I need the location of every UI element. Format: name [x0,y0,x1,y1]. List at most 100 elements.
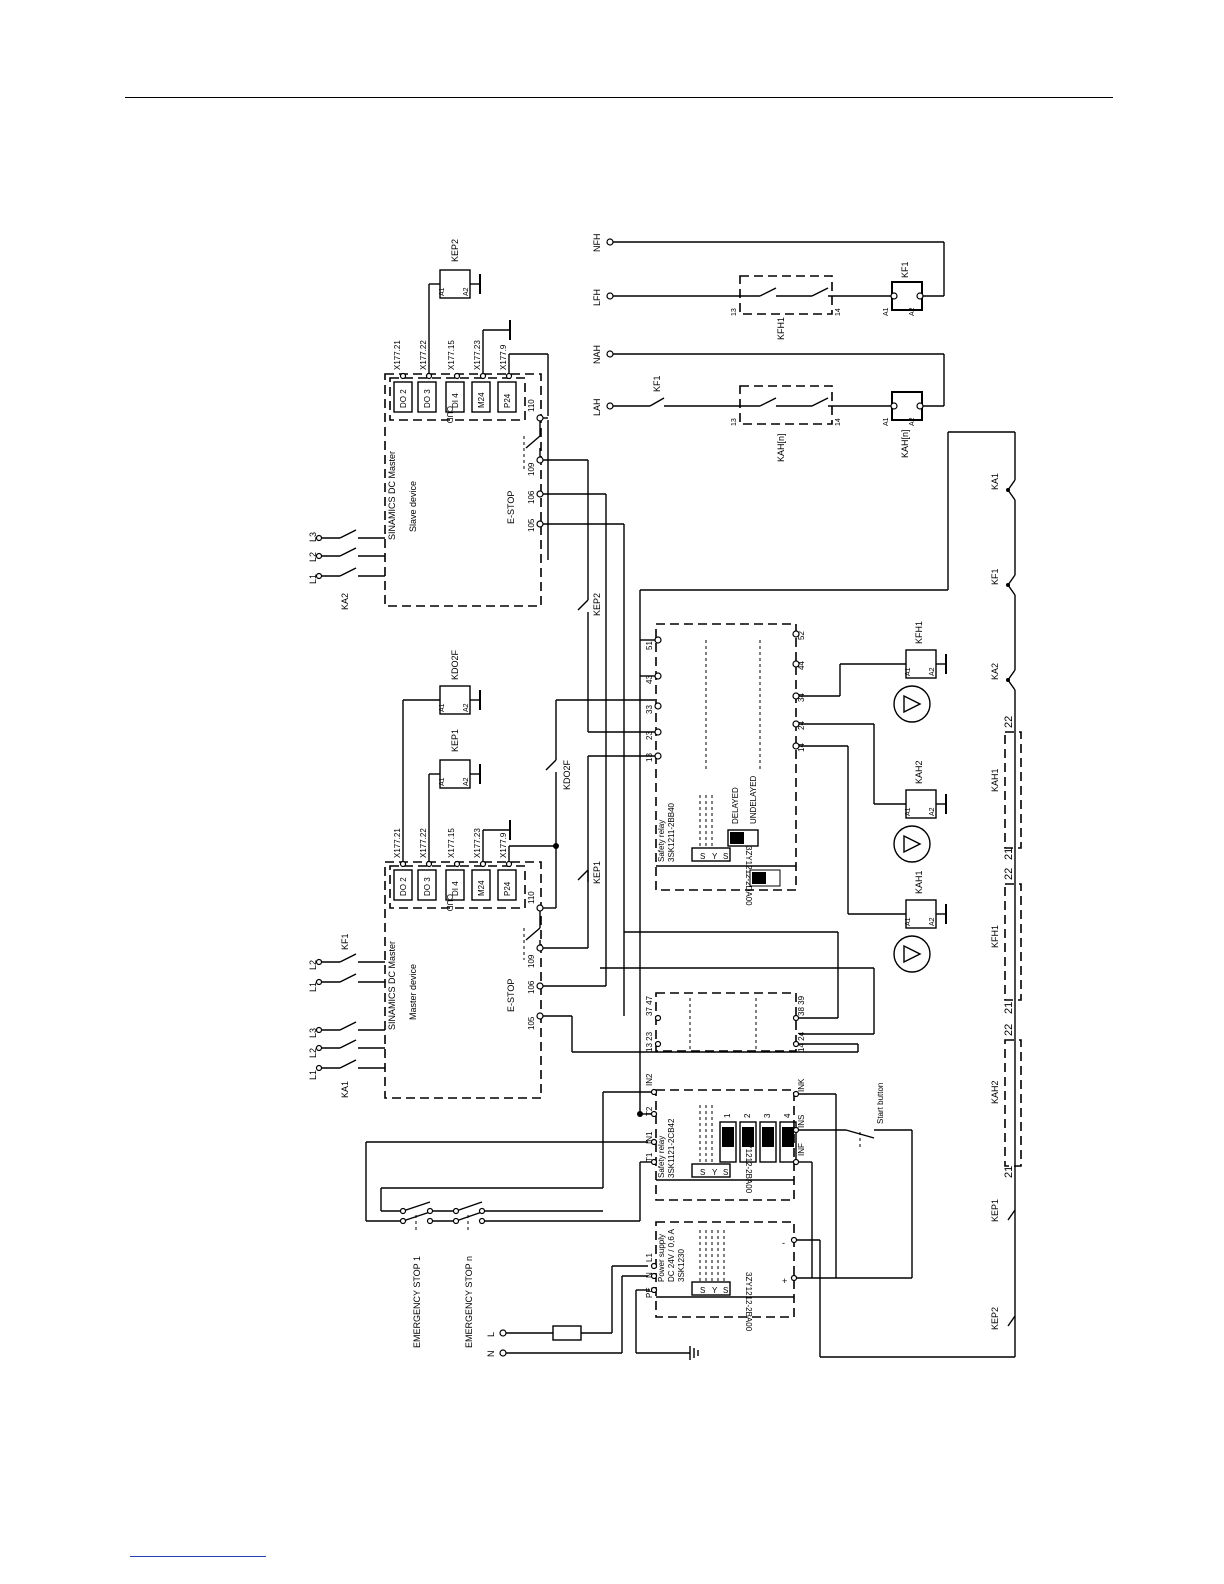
label-l: L [486,1332,496,1337]
svg-text:DI 4: DI 4 [451,881,460,896]
svg-text:T1: T1 [645,1152,654,1162]
svg-text:DO 2: DO 2 [399,877,408,896]
svg-text:52: 52 [797,631,806,640]
svg-text:A2: A2 [463,287,470,296]
svg-text:109: 109 [527,954,536,968]
svg-text:23: 23 [645,731,654,740]
svg-text:3SK1230: 3SK1230 [677,1249,686,1282]
svg-text:S: S [723,1168,728,1177]
svg-text:INF: INF [797,1143,806,1156]
emergency-stop-buttons: EMERGENCY STOP 1 EMERGENCY STOP n [365,1141,648,1348]
svg-text:A1: A1 [883,417,890,426]
svg-text:13 23: 13 23 [645,1031,654,1052]
svg-text:KFH1: KFH1 [776,317,786,340]
auxiliary-circuits: NFH LFH NAH LAH 13 14 KFH1 A1 A2 KF1 KF1… [592,234,945,462]
svg-text:13: 13 [731,308,738,316]
svg-text:DO 3: DO 3 [423,877,432,896]
svg-text:110: 110 [527,399,536,412]
svg-text:14: 14 [797,743,806,752]
svg-text:KAH[n]: KAH[n] [900,429,910,458]
svg-text:14: 14 [835,308,842,316]
svg-text:LAH: LAH [592,398,602,416]
svg-text:KEP2: KEP2 [450,239,460,262]
dip-switches: 1 2 3 4 [719,1113,797,1163]
svg-text:S: S [700,852,705,861]
safety-relay-3sk1121: 3ZY1212-2BA00 Safety relay 3SK1121-2CB42… [602,1073,912,1278]
svg-text:A2: A2 [929,667,936,676]
svg-text:UNDELAYED: UNDELAYED [749,775,758,824]
svg-text:KEP1: KEP1 [990,1199,1000,1222]
relay-coils-top: A1 A2 KEP2 A1 A2 KDO2F A1 A2 KEP1 [439,239,481,789]
svg-text:KA1: KA1 [990,473,1000,490]
svg-text:21: 21 [1003,848,1015,860]
svg-text:X177.21: X177.21 [393,828,402,858]
svg-text:X177.21: X177.21 [393,340,402,370]
svg-text:L1: L1 [308,574,318,584]
svg-text:KAH1: KAH1 [914,870,924,894]
svg-text:KFH1: KFH1 [990,925,1000,948]
svg-text:44: 44 [797,661,806,670]
svg-text:4: 4 [783,1113,792,1118]
svg-text:X177.9: X177.9 [499,344,508,370]
svg-text:13: 13 [645,753,654,762]
svg-text:KA2: KA2 [340,593,350,610]
svg-text:DELAYED: DELAYED [731,787,740,824]
svg-text:P24: P24 [503,881,512,896]
svg-text:21: 21 [1003,1002,1015,1014]
svg-text:A1: A1 [439,287,446,296]
svg-text:LFH: LFH [592,289,602,306]
lamp-icon [893,825,931,863]
svg-text:106: 106 [527,490,536,504]
svg-text:NAH: NAH [592,345,602,364]
svg-text:E-STOP: E-STOP [506,491,516,524]
svg-text:T2: T2 [645,1106,654,1116]
svg-text:KF1: KF1 [652,375,662,392]
svg-text:CUD: CUD [445,406,454,424]
svg-text:DC 24V / 0,6 A: DC 24V / 0,6 A [667,1228,676,1282]
svg-text:KDO2F: KDO2F [450,649,460,680]
feedback-chain: KA1 KF1 KA2 22 21 KAH1 22 21 KFH1 22 21 … [990,432,1022,1357]
svg-text:51: 51 [645,641,654,650]
svg-text:DI 4: DI 4 [451,393,460,408]
svg-text:SINAMICS DC Master: SINAMICS DC Master [387,941,397,1030]
svg-text:3ZY1212-2DA00: 3ZY1212-2DA00 [744,846,753,906]
svg-text:M24: M24 [477,880,486,896]
svg-text:A1: A1 [905,667,912,676]
svg-text:X177.23: X177.23 [473,828,482,858]
estop1-label: EMERGENCY STOP 1 [412,1256,422,1348]
label-n: N [486,1351,496,1358]
expansion-contacts-block: 37 47 38 39 13 23 14 24 [645,992,806,1052]
svg-text:S: S [700,1168,705,1177]
svg-text:14: 14 [835,418,842,426]
svg-text:A2: A2 [929,917,936,926]
header-rule [125,97,1113,98]
svg-text:Y: Y [712,1286,718,1295]
svg-text:L3: L3 [308,532,318,542]
estopn-label: EMERGENCY STOP n [464,1256,474,1348]
svg-text:L1: L1 [645,1253,654,1262]
start-button-label: Start button [876,1083,885,1124]
svg-text:P24: P24 [503,393,512,408]
svg-text:L3: L3 [308,1028,318,1038]
svg-text:105: 105 [527,1016,536,1030]
svg-text:3SK1121-2CB42: 3SK1121-2CB42 [667,1118,676,1178]
svg-text:KF1: KF1 [340,933,350,950]
svg-text:A1: A1 [905,917,912,926]
svg-text:106: 106 [527,980,536,994]
svg-text:DO 3: DO 3 [423,389,432,408]
svg-text:14 24: 14 24 [797,1031,806,1052]
svg-text:X177.15: X177.15 [447,828,456,858]
svg-text:M24: M24 [477,392,486,408]
svg-text:KA1: KA1 [340,1081,350,1098]
mains-supply: N L [486,1265,699,1360]
svg-text:SINAMICS DC Master: SINAMICS DC Master [387,451,397,540]
svg-text:Y: Y [712,1168,718,1177]
svg-text:PE: PE [645,1287,654,1298]
svg-text:L2: L2 [308,552,318,562]
svg-text:3ZY1212-2BA00: 3ZY1212-2BA00 [744,1272,753,1332]
svg-text:109: 109 [527,462,536,476]
svg-text:S: S [723,852,728,861]
svg-text:X177.15: X177.15 [447,340,456,370]
footnote-rule [130,1556,266,1557]
